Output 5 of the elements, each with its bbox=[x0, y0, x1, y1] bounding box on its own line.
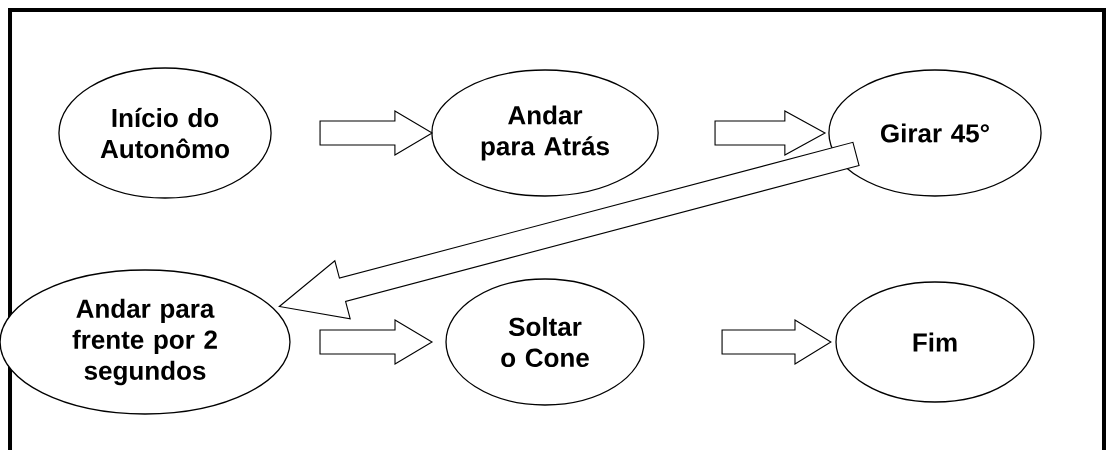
block-arrow bbox=[278, 141, 860, 320]
block-arrow bbox=[319, 110, 434, 156]
block-arrow bbox=[319, 319, 434, 365]
block-arrow bbox=[714, 110, 827, 156]
block-arrow bbox=[721, 319, 832, 365]
